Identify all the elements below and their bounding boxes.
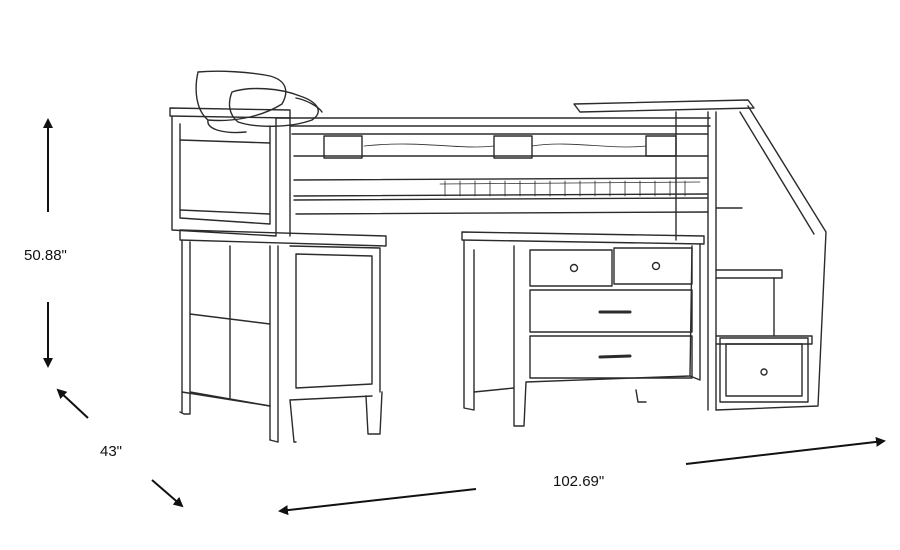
height-dimension-label: 50.88": [24, 247, 67, 264]
width-dimension-label: 102.69": [553, 473, 605, 490]
mattress-quilting: [363, 143, 701, 197]
width-dimension-arrows: [278, 436, 886, 516]
stair-drawer: [719, 337, 809, 403]
stair-steps: [715, 207, 813, 345]
pillows: [195, 70, 323, 134]
desk-cabinet: [289, 245, 383, 443]
depth-dimension-arrows: [56, 388, 184, 508]
depth-dimension-label: 43": [100, 443, 123, 460]
stair-tower-frame: [573, 99, 827, 411]
dresser: [461, 231, 705, 427]
loft-guard-rail: [289, 117, 711, 215]
cubby-bookcase: [179, 229, 387, 443]
headboard-end-panel: [169, 107, 291, 237]
